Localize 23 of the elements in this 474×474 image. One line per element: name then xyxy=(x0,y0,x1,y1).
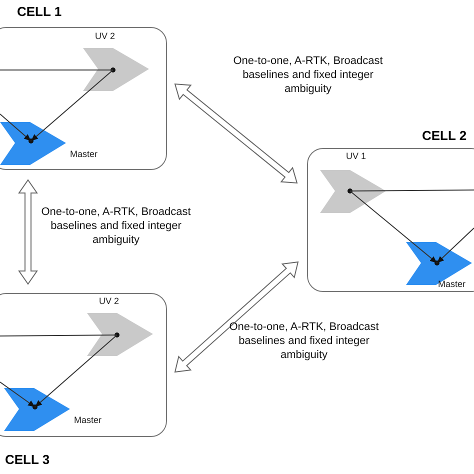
vehicle-label: Master xyxy=(438,280,466,289)
cell-heading: CELL 1 xyxy=(17,5,62,18)
cell-heading: CELL 3 xyxy=(5,453,50,466)
edge-label: One-to-one, A-RTK, Broadcast baselines and fixed integer ambiguity xyxy=(228,320,380,362)
connector-line xyxy=(34,334,118,408)
vehicle-label: UV 2 xyxy=(99,297,120,306)
connector-line xyxy=(0,382,36,408)
connector-line xyxy=(350,190,438,264)
vehicle-label: Master xyxy=(70,150,98,159)
vehicle-label: UV 1 xyxy=(346,152,366,161)
hollow-double-arrow xyxy=(174,83,298,184)
cell-heading: CELL 2 xyxy=(422,129,467,142)
connector-line xyxy=(0,334,118,336)
connector-line xyxy=(0,114,32,142)
hollow-double-arrow xyxy=(174,261,299,373)
hollow-double-arrow xyxy=(18,179,38,285)
connector-line xyxy=(30,70,114,142)
connector-line xyxy=(350,190,474,192)
edge-label: One-to-one, A-RTK, Broadcast baselines and fixed integer ambiguity xyxy=(40,205,192,247)
connector-line xyxy=(436,228,474,264)
edge-label: One-to-one, A-RTK, Broadcast baselines and fixed integer ambiguity xyxy=(232,54,384,96)
vehicle-label: Master xyxy=(74,416,102,425)
vehicle-label: UV 2 xyxy=(95,32,116,41)
